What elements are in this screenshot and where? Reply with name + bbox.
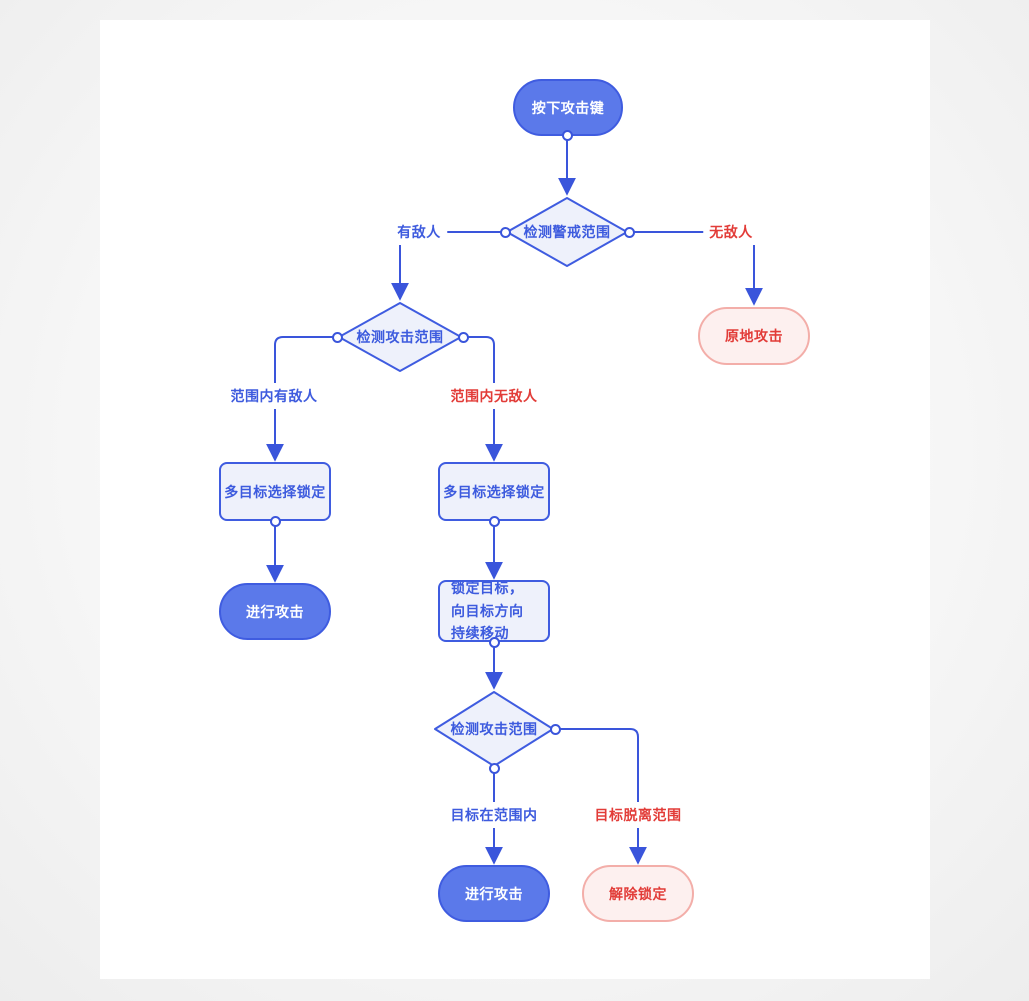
node-multi-target-lock-left[interactable]: 多目标选择锁定 — [219, 462, 331, 521]
edge-label-target-left-range[interactable]: 目标脱离范围 — [588, 802, 688, 828]
diamond-shape — [506, 197, 628, 267]
node-detect-alert-range[interactable]: 检测警戒范围 — [505, 196, 629, 268]
node-detect-attack-range-2[interactable]: 检测攻击范围 — [433, 690, 555, 768]
connector-port-icon — [270, 516, 281, 527]
connector-port-icon — [332, 332, 343, 343]
node-detect-attack-range-1[interactable]: 检测攻击范围 — [337, 301, 463, 373]
node-start[interactable]: 按下攻击键 — [513, 79, 623, 136]
node-start-label: 按下攻击键 — [531, 99, 605, 116]
node-attack-left-label: 进行攻击 — [246, 603, 304, 620]
node-multi-target-lock-right-label: 多目标选择锁定 — [443, 483, 545, 500]
node-lock-and-move-label: 锁定目标，向目标方向持续移动 — [451, 580, 524, 642]
edge-label-no-enemy[interactable]: 无敌人 — [703, 219, 759, 245]
edge-label-has-enemy[interactable]: 有敌人 — [391, 219, 447, 245]
node-unlock[interactable]: 解除锁定 — [582, 865, 694, 922]
connector-port-icon — [550, 724, 561, 735]
node-detect-alert-range-label: 检测警戒范围 — [523, 224, 611, 240]
connector-port-icon — [624, 227, 635, 238]
connector-port-icon — [489, 763, 500, 774]
node-attack-left[interactable]: 进行攻击 — [219, 583, 331, 640]
connector-port-icon — [489, 637, 500, 648]
node-detect-attack-range-2-label: 检测攻击范围 — [450, 721, 538, 737]
node-lock-and-move[interactable]: 锁定目标，向目标方向持续移动 — [438, 580, 550, 642]
node-multi-target-lock-left-label: 多目标选择锁定 — [224, 483, 326, 500]
node-attack-bottom-label: 进行攻击 — [465, 885, 523, 902]
edge-label-enemy-in-range[interactable]: 范围内有敌人 — [224, 383, 324, 409]
connector-port-icon — [562, 130, 573, 141]
node-multi-target-lock-right[interactable]: 多目标选择锁定 — [438, 462, 550, 521]
diamond-shape — [338, 302, 462, 372]
connector-port-icon — [458, 332, 469, 343]
node-detect-attack-range-1-label: 检测攻击范围 — [356, 329, 444, 345]
node-attack-bottom[interactable]: 进行攻击 — [438, 865, 550, 922]
connector-port-icon — [500, 227, 511, 238]
edge-label-no-enemy-in-range[interactable]: 范围内无敌人 — [444, 383, 544, 409]
connector-port-icon — [489, 516, 500, 527]
node-attack-in-place-label: 原地攻击 — [725, 328, 783, 344]
node-unlock-label: 解除锁定 — [609, 885, 667, 902]
node-attack-in-place[interactable]: 原地攻击 — [698, 307, 810, 365]
edge-label-target-in-range[interactable]: 目标在范围内 — [444, 802, 544, 828]
